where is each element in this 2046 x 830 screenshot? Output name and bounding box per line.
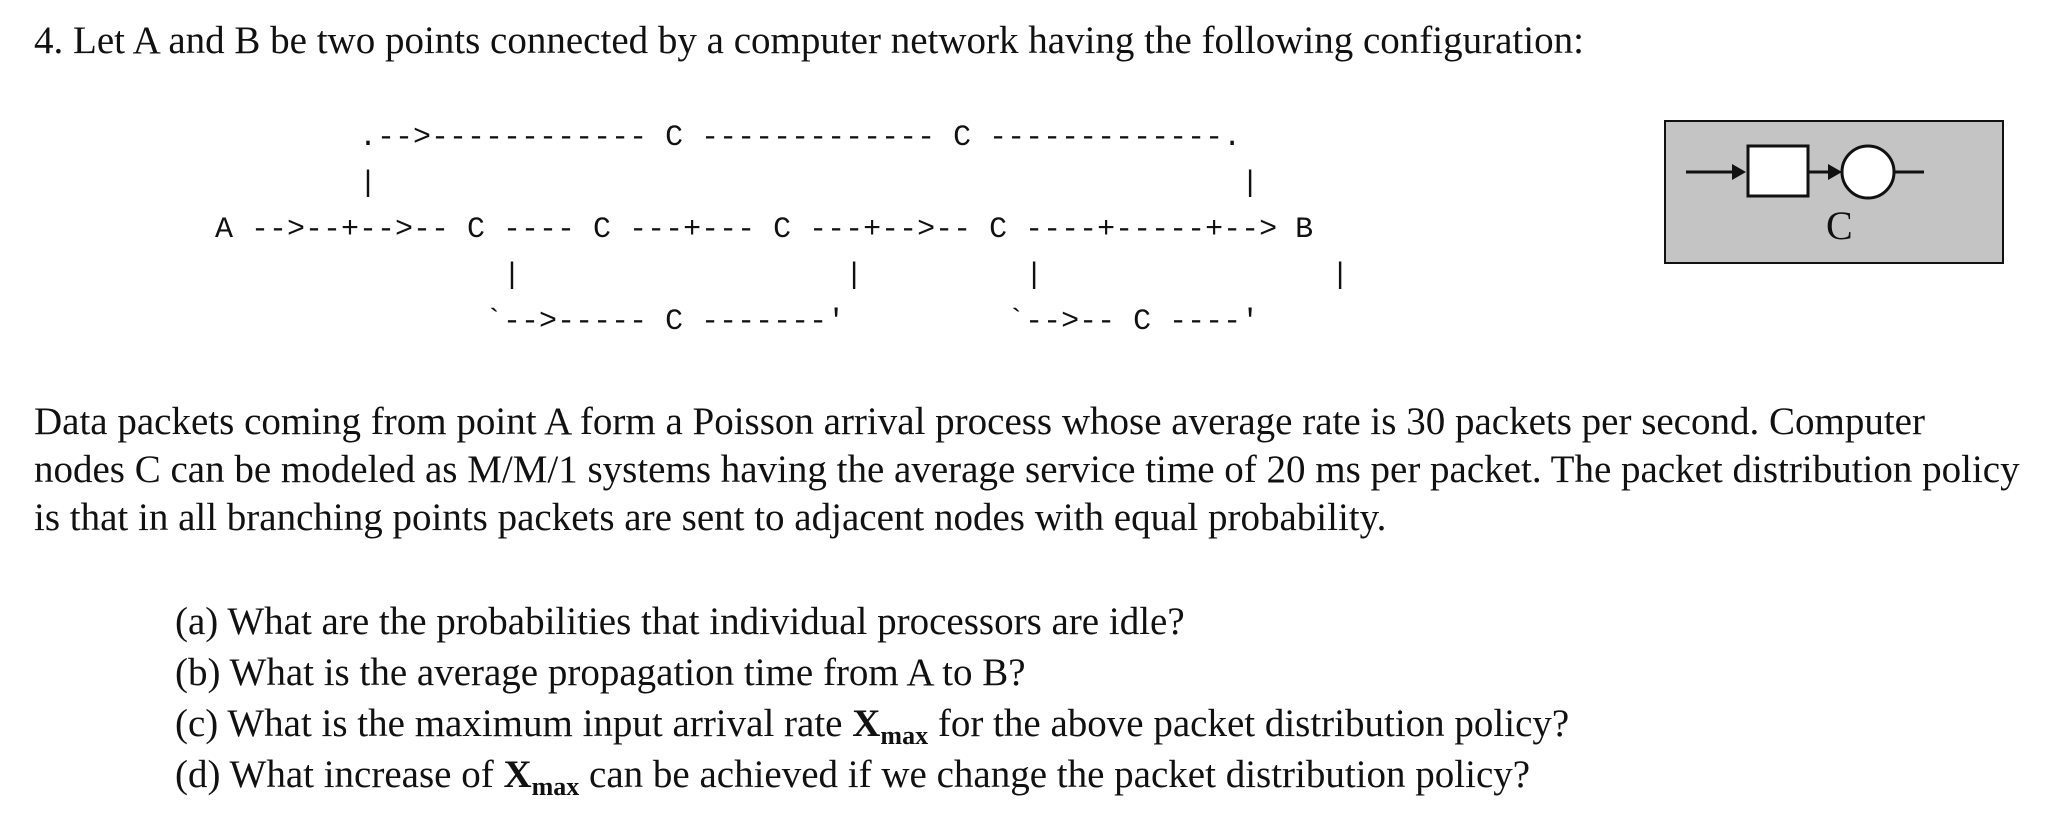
queue-server-icon: [1686, 144, 1924, 200]
question-d-text-end: can be achieved if we change the packet …: [579, 753, 1531, 796]
problem-title: 4. Let A and B be two points connected b…: [34, 19, 1584, 62]
question-a: (a) What are the probabilities that indi…: [175, 600, 1185, 643]
network-diagram: .-->------------ C ------------- C -----…: [215, 115, 1349, 345]
diagram-line-4: | | | |: [377, 259, 1350, 293]
diagram-line-5: `-->----- C -------' `-->-- C ----': [359, 305, 1260, 339]
legend-node-label: C: [1826, 203, 1853, 248]
problem-description: Data packets coming from point A form a …: [34, 400, 2020, 539]
question-c: (c) What is the maximum input arrival ra…: [175, 698, 1569, 749]
xmax-subscript: max: [531, 772, 580, 801]
question-d: (d) What increase of Xmax can be achieve…: [175, 749, 1569, 800]
diagram-line-2: | |: [359, 167, 1260, 201]
question-b: (b) What is the average propagation time…: [175, 651, 1026, 694]
mm1-node-legend: C: [1664, 120, 2004, 264]
diagram-line-1: .-->------------ C ------------- C -----…: [359, 121, 1242, 155]
question-d-text-start: (d) What increase of: [175, 753, 504, 796]
question-c-text-start: (c) What is the maximum input arrival ra…: [175, 702, 853, 745]
xmax-subscript: max: [880, 721, 929, 750]
xmax-symbol: X: [852, 702, 881, 745]
xmax-symbol: X: [503, 753, 532, 796]
question-list: (a) What are the probabilities that indi…: [175, 596, 1569, 800]
question-c-text-end: for the above packet distribution policy…: [928, 702, 1570, 745]
diagram-line-3: A -->--+-->-- C ---- C ---+--- C ---+-->…: [215, 213, 1314, 247]
